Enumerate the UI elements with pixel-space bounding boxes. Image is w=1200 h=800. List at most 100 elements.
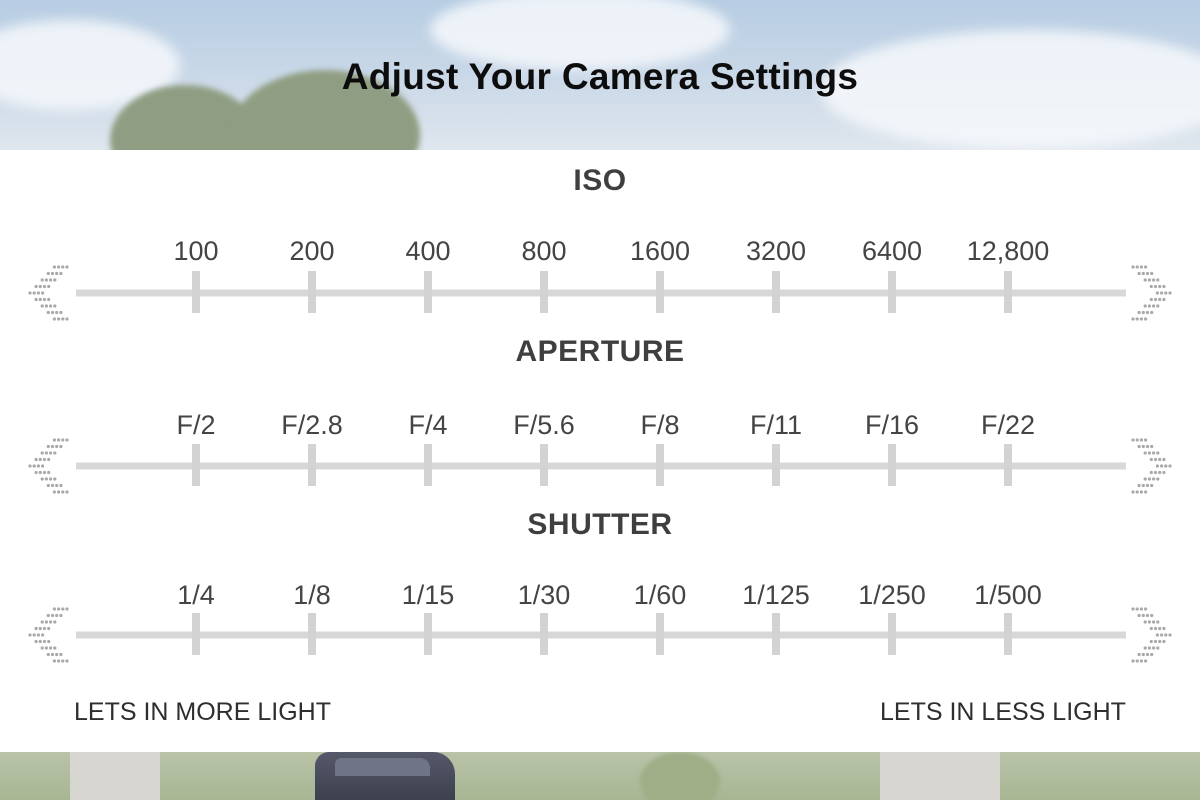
chevron-dot — [1153, 626, 1158, 631]
chevron-dot — [1158, 457, 1162, 462]
chevron-dot — [40, 620, 44, 624]
chevron-dot — [57, 607, 61, 611]
chevron-dot — [38, 297, 42, 302]
chevron-dot — [42, 284, 47, 289]
chevron-dot — [65, 265, 69, 269]
chevron-dot — [1147, 646, 1151, 650]
iso-tick-mark — [656, 271, 664, 313]
chevron-dot — [1137, 271, 1141, 276]
chevron-dot — [1150, 483, 1154, 488]
chevron-dot — [46, 271, 50, 276]
chevron-dot — [38, 470, 42, 475]
aperture-tick-label: F/16 — [864, 410, 920, 440]
aperture-tick-label: F/2 — [176, 410, 216, 440]
chevron-dot — [49, 646, 53, 650]
aperture-tick-mark — [192, 444, 200, 486]
chevron-dot — [61, 265, 65, 269]
chevron-dot — [1156, 646, 1160, 650]
chevron-dot — [1147, 304, 1151, 308]
chevron-dot — [50, 271, 55, 276]
chevron-dot — [46, 613, 50, 618]
walkway — [70, 752, 160, 800]
chevron-dot — [1162, 284, 1166, 289]
aperture-tick-mark — [888, 444, 896, 486]
iso-tick-label: 100 — [173, 236, 219, 266]
iso-tick-label: 800 — [521, 236, 567, 266]
chevron-dot — [1160, 291, 1164, 295]
chevron-dot — [1149, 297, 1153, 302]
chevron-dot — [1145, 271, 1150, 276]
chevron-dot — [65, 490, 69, 494]
chevron-dot — [1139, 438, 1143, 442]
shutter-tick-label: 1/15 — [401, 580, 455, 610]
chevron-dot — [1139, 265, 1143, 269]
dotted-left-chevron-icon — [28, 607, 69, 663]
chevron-dot — [59, 483, 63, 488]
chevron-dot — [1168, 291, 1172, 295]
chevron-dot — [44, 646, 49, 650]
chevron-dot — [46, 444, 50, 449]
chevron-dot — [1141, 613, 1145, 618]
chevron-dot — [44, 278, 49, 282]
aperture-tick-label: F/22 — [980, 410, 1036, 440]
chevron-dot — [52, 317, 57, 321]
chevron-dot — [1168, 633, 1172, 637]
chevron-dot — [38, 626, 42, 631]
chevron-dot — [1143, 304, 1147, 308]
aperture-tick-mark — [656, 444, 664, 486]
chevron-dot — [1158, 297, 1162, 302]
chevron-dot — [1158, 284, 1162, 289]
iso-tick-mark — [308, 271, 316, 313]
chevron-dot — [59, 271, 63, 276]
shutter-tick-mark — [888, 613, 896, 655]
shutter-tick-label: 1/500 — [974, 580, 1042, 610]
aperture-tick-mark — [540, 444, 548, 486]
chevron-dot — [65, 607, 69, 611]
chevron-dot — [1135, 659, 1139, 663]
chevron-dot — [1145, 652, 1150, 657]
chevron-dot — [42, 639, 47, 644]
chevron-dot — [1137, 483, 1141, 488]
iso-tick-mark — [540, 271, 548, 313]
chevron-dot — [1152, 278, 1156, 282]
chevron-dot — [65, 438, 69, 442]
chevron-dot — [1162, 639, 1166, 644]
chevron-dot — [47, 470, 51, 475]
chevron-dot — [53, 620, 57, 624]
chevron-dot — [50, 613, 55, 618]
chevron-dot — [34, 470, 38, 475]
chevron-dot — [1135, 607, 1139, 611]
chevron-dot — [42, 297, 47, 302]
chevron-dot — [57, 659, 61, 663]
aperture-tick-mark — [772, 444, 780, 486]
chevron-dot — [34, 626, 38, 631]
iso-tick-mark — [1004, 271, 1012, 313]
chevron-dot — [1149, 470, 1153, 475]
chevron-dot — [1153, 284, 1158, 289]
chevron-dot — [1152, 646, 1156, 650]
chevron-dot — [1137, 444, 1141, 449]
chevron-dot — [47, 626, 51, 631]
shutter-tick-mark — [1004, 613, 1012, 655]
chevron-dot — [1141, 483, 1145, 488]
chevron-dot — [1139, 490, 1143, 494]
aperture-tick-label: F/4 — [408, 410, 448, 440]
chevron-dot — [59, 652, 63, 657]
chevron-dot — [1141, 271, 1145, 276]
chevron-dot — [46, 310, 50, 315]
chevron-dot — [1137, 652, 1141, 657]
chevron-dot — [1144, 607, 1148, 611]
chevron-dot — [34, 297, 38, 302]
shutter-heading: SHUTTER — [527, 508, 673, 541]
chevron-dot — [1139, 607, 1143, 611]
chevron-dot — [34, 457, 38, 462]
chevron-dot — [1137, 613, 1141, 618]
chevron-dot — [1143, 278, 1147, 282]
chevron-dot — [1147, 477, 1151, 481]
chevron-dot — [1162, 457, 1166, 462]
iso-tick-mark — [888, 271, 896, 313]
aperture-tick-mark — [424, 444, 432, 486]
shutter-tick-mark — [424, 613, 432, 655]
chevron-dot — [41, 291, 45, 295]
chevron-dot — [1162, 470, 1166, 475]
